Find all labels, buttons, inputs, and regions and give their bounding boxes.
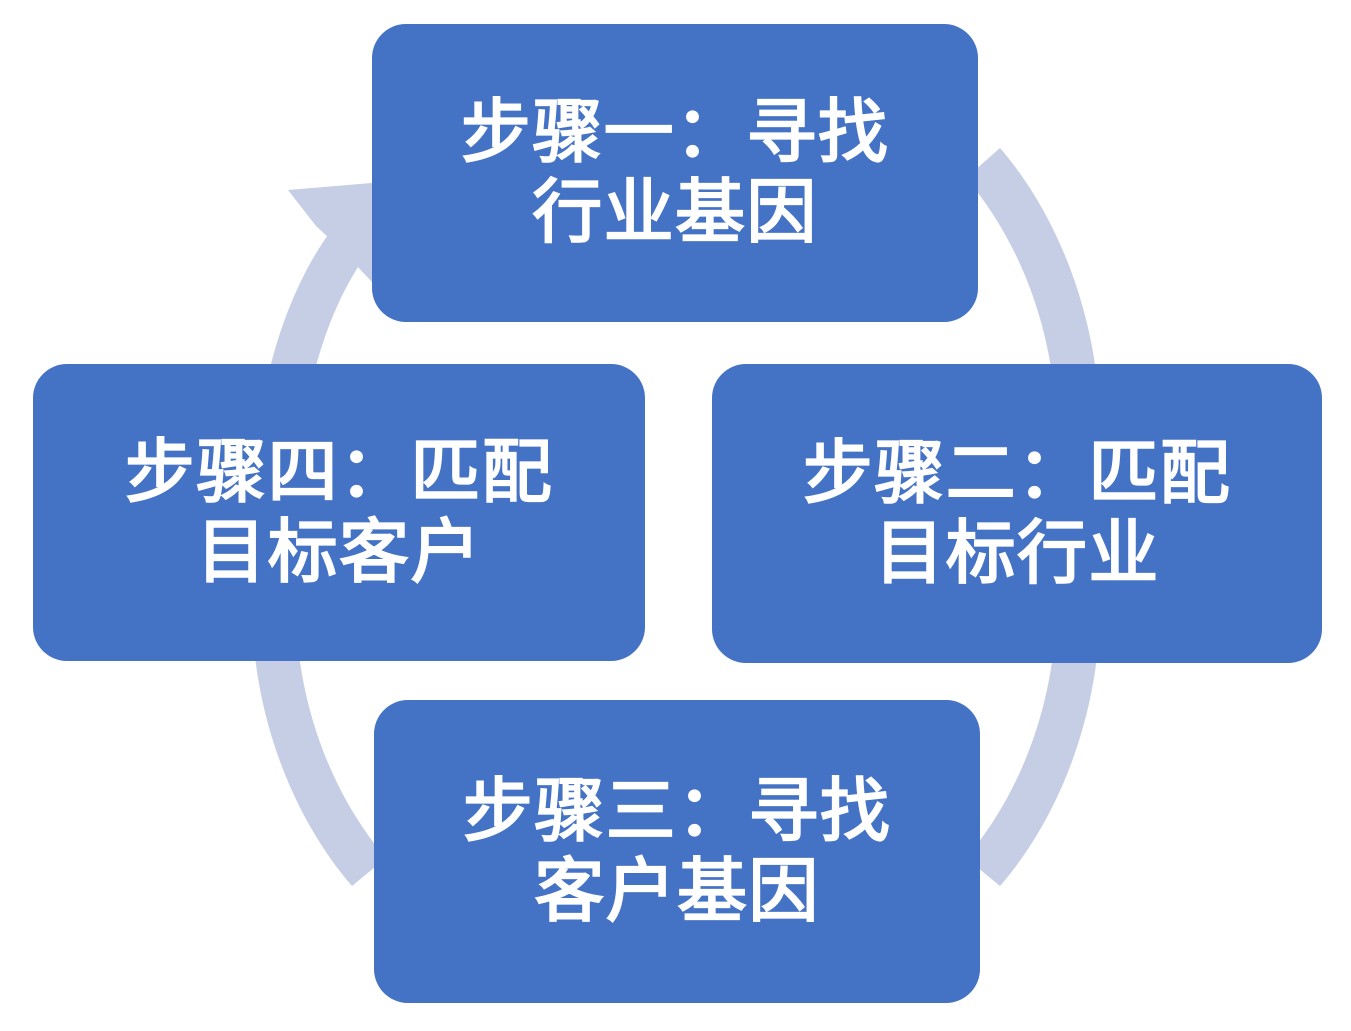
arc-right-down <box>966 606 1100 886</box>
step-3-line-1: 步骤三：寻找 <box>462 771 892 850</box>
step-1-line-2: 行业基因 <box>532 173 818 251</box>
step-1-line-1: 步骤一：寻找 <box>460 93 890 172</box>
step-3-line-2: 客户基因 <box>534 851 820 930</box>
step-2-line-2: 目标行业 <box>874 513 1160 592</box>
step-2-line-1: 步骤二：匹配 <box>802 433 1232 512</box>
arrowhead-up-icon <box>288 182 384 282</box>
step-box-step-3[interactable]: 步骤三：寻找 客户基因 <box>374 700 980 1003</box>
step-box-step-2[interactable]: 步骤二：匹配 目标行业 <box>712 364 1322 663</box>
step-box-step-4[interactable]: 步骤四：匹配 目标客户 <box>33 364 645 661</box>
step-4-line-1: 步骤四：匹配 <box>124 432 554 511</box>
arc-top-right <box>966 148 1100 430</box>
step-4-line-2: 目标客户 <box>196 512 482 591</box>
arc-bottom-left <box>252 606 386 886</box>
step-box-step-1[interactable]: 步骤一：寻找 行业基因 <box>372 24 978 322</box>
